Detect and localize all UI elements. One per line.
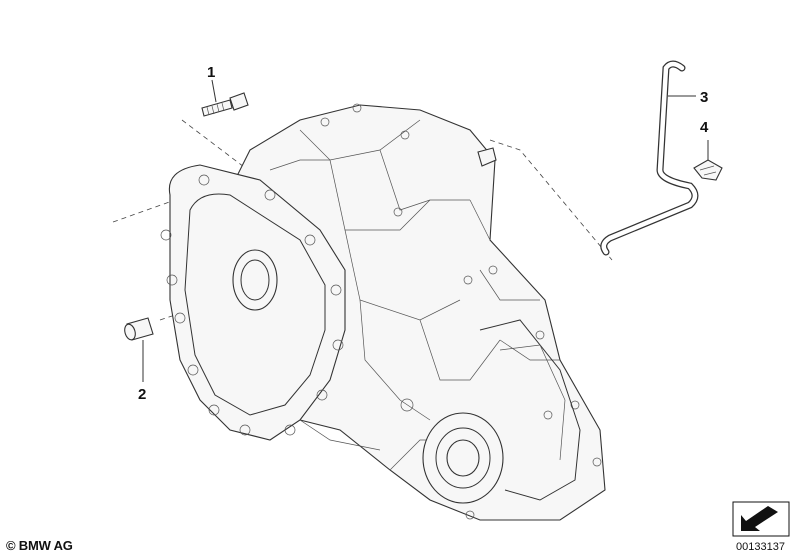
callout-4: 4: [700, 119, 709, 136]
part-3-vent-hose: [600, 60, 699, 256]
callout-2: 2: [138, 386, 146, 403]
part-1-bolt: [201, 79, 249, 117]
part-4-clip: [693, 140, 723, 181]
callout-3: 3: [700, 89, 708, 106]
callout-1: 1: [207, 64, 215, 81]
assembly-lines: [112, 119, 613, 321]
copyright-text: © BMW AG: [6, 538, 73, 553]
callout-labels: 1 2 3 4: [138, 64, 709, 403]
transfer-case: [160, 103, 606, 521]
image-number: 00133137: [736, 541, 785, 553]
part-2-sleeve: [124, 317, 154, 382]
nav-arrow-icon[interactable]: [732, 501, 790, 537]
